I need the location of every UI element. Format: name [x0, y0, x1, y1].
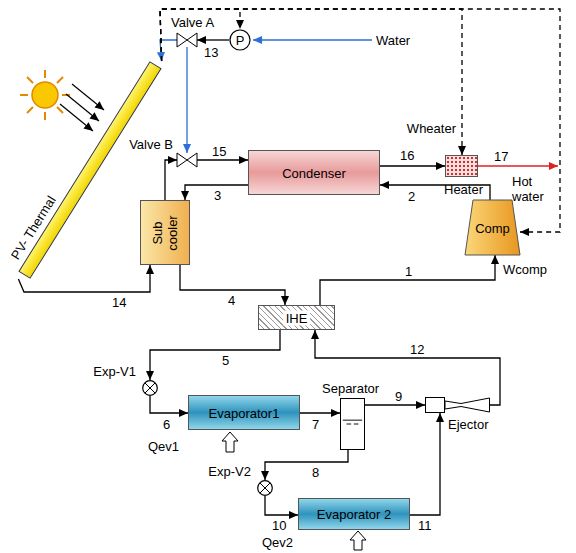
fluid-name: Hot water — [512, 174, 558, 204]
component-label: Exp-V2 — [208, 464, 251, 479]
callout-number: 13 — [204, 45, 218, 60]
callout-number: 1 — [405, 264, 412, 279]
hot-water-outlet — [478, 165, 558, 167]
heat-input-arrow — [350, 531, 366, 550]
flow-line — [150, 330, 280, 380]
callout-number: 9 — [395, 389, 402, 404]
callout-number: 14 — [112, 295, 126, 310]
callout-number: 17 — [494, 149, 508, 164]
flow-line — [410, 413, 440, 515]
callout-number: 8 — [312, 465, 319, 480]
callout-number: 10 — [272, 518, 286, 533]
flow-line — [18, 265, 150, 292]
component-label: Wheater — [407, 121, 456, 136]
component-label: IHE — [283, 310, 311, 325]
sun-rays — [60, 84, 104, 131]
evaporator-box: Evaporator 2 — [298, 498, 410, 530]
heater-box: WheaterHeater — [445, 155, 478, 177]
component-label: Valve B — [129, 137, 173, 152]
flow-line — [365, 404, 425, 405]
heat-label: Qev2 — [262, 535, 293, 550]
flow-line — [300, 412, 340, 413]
power-label: Wcomp — [503, 262, 547, 277]
component-label: P — [236, 33, 245, 48]
flow-line — [320, 255, 495, 305]
callout-number: 15 — [212, 144, 226, 159]
expansion-valve: Exp-V2 — [257, 480, 273, 496]
flow-line — [186, 47, 187, 153]
flow-line — [160, 40, 177, 61]
component-label: Condenser — [282, 165, 346, 180]
expansion-valve: Exp-V1 — [142, 380, 158, 396]
sun — [20, 70, 70, 120]
callout-number: 3 — [214, 188, 221, 203]
component-label: Evaporator1 — [209, 405, 280, 420]
heat-label: Qev1 — [148, 439, 179, 454]
evaporator-box: Evaporator1 — [188, 395, 300, 430]
callout-number: 4 — [228, 293, 235, 308]
flow-line — [265, 450, 348, 480]
power-line — [160, 9, 462, 155]
flow-line — [265, 496, 298, 515]
valve-symbol: Valve B — [177, 153, 197, 167]
power-line — [160, 9, 560, 232]
component-label: Ejector — [448, 417, 488, 432]
component-label: Valve A — [171, 15, 214, 30]
flow-line — [150, 396, 188, 413]
ejector-symbol: Ejector — [425, 397, 490, 413]
flow-line — [197, 159, 248, 160]
valve-symbol: Valve A — [177, 33, 197, 47]
callout-number: 6 — [163, 417, 170, 432]
callout-number: 2 — [408, 189, 415, 204]
component-label: Sub cooler — [150, 208, 180, 258]
water-inlet — [253, 39, 372, 40]
component-label: Exp-V1 — [93, 364, 136, 379]
callout-number: 7 — [312, 417, 319, 432]
flow-line — [380, 165, 445, 166]
component-label: Heater — [444, 182, 483, 197]
flow-line — [197, 39, 229, 40]
component-label: Evaporator 2 — [317, 507, 391, 522]
condenser-box: Condenser — [248, 150, 380, 195]
callout-number: 5 — [222, 353, 229, 368]
callout-number: 12 — [410, 342, 424, 357]
subcooler-box: Sub cooler — [140, 200, 190, 265]
heat-input-arrow — [222, 432, 238, 452]
flow-line — [315, 330, 500, 405]
power-line — [160, 9, 240, 61]
fluid-name: Water — [376, 33, 410, 48]
callout-number: 16 — [400, 148, 414, 163]
compressor-symbol: Comp — [465, 200, 520, 255]
heat-exchanger-box: IHE — [258, 305, 335, 330]
callout-number: 11 — [418, 518, 432, 533]
component-label: Separator — [322, 381, 379, 396]
separator-vessel: Separator — [340, 398, 365, 450]
component-label: PV- Thermal — [8, 193, 59, 262]
flow-line — [165, 160, 177, 200]
pump-symbol: P — [229, 29, 251, 51]
component-label: Comp — [475, 220, 510, 235]
